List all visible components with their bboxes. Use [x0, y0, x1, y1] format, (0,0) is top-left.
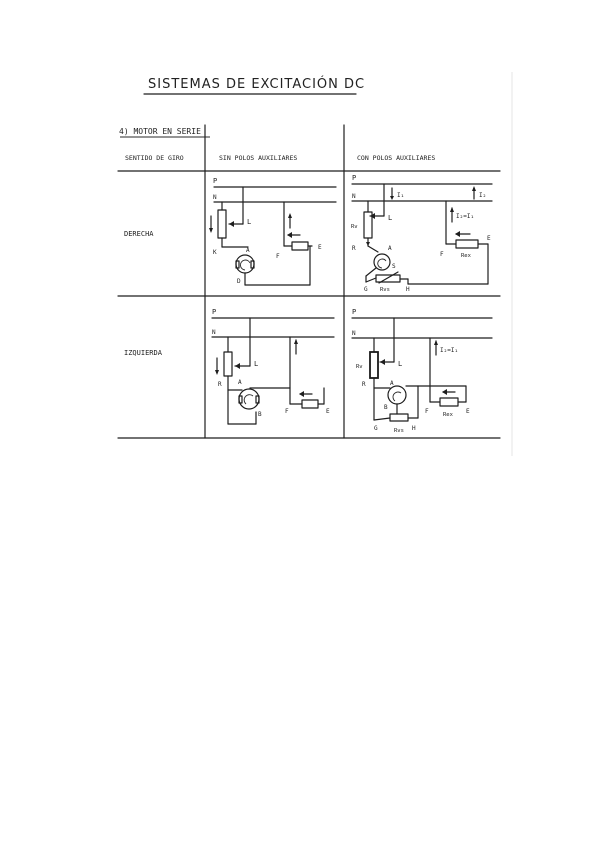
- label-e: E: [318, 244, 322, 251]
- label-e: E: [487, 235, 491, 242]
- label-h: H: [412, 425, 416, 432]
- row-label-derecha: DERECHA: [124, 230, 154, 238]
- label-b: B: [384, 404, 388, 411]
- motor-armature: [373, 253, 391, 271]
- label-f: F: [285, 408, 289, 415]
- label-g: G: [374, 425, 378, 432]
- label-r: R: [352, 245, 356, 252]
- rheostat: [217, 209, 227, 239]
- label-b: B: [258, 411, 262, 418]
- label-n: N: [352, 330, 356, 337]
- circuit-izquierda-sin-polos: P N L R A B F E: [211, 308, 335, 425]
- label-r: R: [362, 381, 366, 388]
- table-grid: [117, 124, 501, 439]
- field-rheostat: [455, 239, 479, 249]
- label-a: A: [388, 245, 392, 252]
- label-i2-eq-i1: I₂=I₁: [440, 347, 458, 354]
- field-rheostat: [439, 397, 459, 407]
- label-r: R: [218, 381, 222, 388]
- label-a: A: [390, 380, 394, 387]
- col-header-sentido: SENTIDO DE GIRO: [125, 154, 184, 162]
- aux-pole-winding: [375, 274, 401, 283]
- label-h: H: [406, 286, 410, 293]
- label-e: E: [326, 408, 330, 415]
- motor-armature: [387, 385, 407, 405]
- label-l: L: [247, 218, 251, 226]
- label-rv: Rv: [351, 224, 358, 230]
- label-rex: Rex: [443, 412, 454, 418]
- label-p: P: [213, 177, 217, 185]
- label-k: K: [213, 249, 217, 256]
- aux-pole-winding: [389, 413, 409, 422]
- section-heading: 4) MOTOR EN SERIE: [119, 127, 201, 136]
- label-g: G: [364, 286, 368, 293]
- label-a: A: [238, 379, 242, 386]
- circuit-derecha-sin-polos: P N L K A D F E: [209, 177, 337, 286]
- circuit-izquierda-con-polos: P N L Rv R A B G Rvs H I₂=I₁ F R: [351, 308, 493, 434]
- label-i2: I₂: [479, 192, 486, 199]
- label-s: S: [392, 263, 396, 270]
- series-resistor: [369, 351, 379, 379]
- label-n: N: [213, 194, 217, 201]
- page-title: SISTEMAS DE EXCITACIÓN DC: [148, 76, 365, 92]
- field-rheostat: [291, 241, 309, 251]
- label-d: D: [237, 278, 241, 285]
- label-e: E: [466, 408, 470, 415]
- label-l: L: [254, 360, 258, 368]
- field-rheostat: [301, 399, 319, 409]
- label-i2-eq-i1: I₂=I₁: [456, 213, 474, 220]
- label-f: F: [425, 408, 429, 415]
- label-n: N: [352, 193, 356, 200]
- label-l: L: [398, 360, 402, 368]
- label-rvs: Rvs: [380, 287, 390, 293]
- col-header-con-polos: CON POLOS AUXILIARES: [357, 154, 435, 162]
- row-label-izquierda: IZQUIERDA: [124, 349, 163, 357]
- label-i1: I₁: [397, 192, 404, 199]
- label-p: P: [352, 174, 356, 182]
- label-rv: Rv: [356, 364, 363, 370]
- col-header-sin-polos: SIN POLOS AUXILIARES: [219, 154, 297, 162]
- label-a: A: [246, 247, 250, 254]
- label-l: L: [388, 214, 392, 222]
- series-resistor: [223, 351, 233, 377]
- label-n: N: [212, 329, 216, 336]
- circuit-derecha-con-polos: P N L I₁ I₂ Rv R A S G Rvs H: [351, 174, 493, 293]
- label-p: P: [212, 308, 216, 316]
- label-rex: Rex: [461, 253, 472, 259]
- label-f: F: [276, 253, 280, 260]
- label-p: P: [352, 308, 356, 316]
- label-f: F: [440, 251, 444, 258]
- label-rvs: Rvs: [394, 428, 404, 434]
